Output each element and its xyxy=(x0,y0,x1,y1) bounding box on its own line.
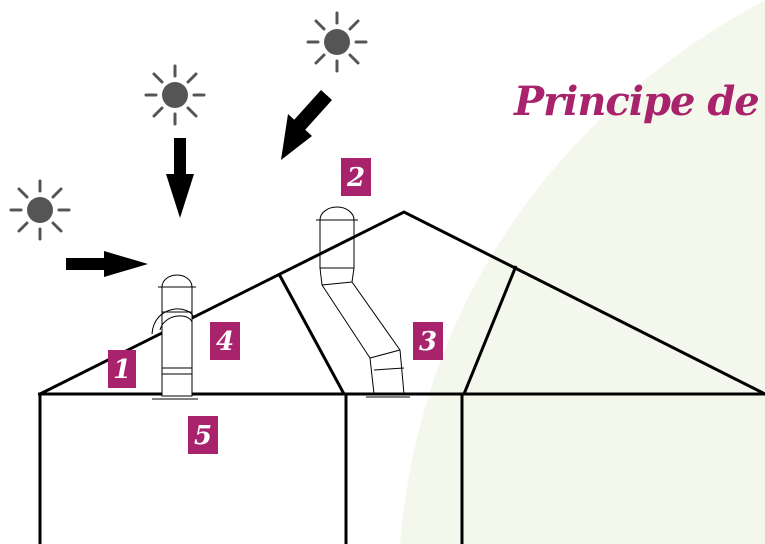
sun-icon-2 xyxy=(144,64,206,126)
label-badge-1: 1 xyxy=(108,350,136,388)
label-badge-4: 4 xyxy=(210,322,240,360)
page-title: Principe de f xyxy=(514,78,765,125)
svg-text:1: 1 xyxy=(113,355,131,385)
light-tube-left xyxy=(151,274,198,400)
label-badge-5: 5 xyxy=(188,416,218,454)
arrow-down-icon xyxy=(166,138,194,218)
label-badge-2: 2 xyxy=(341,158,371,196)
sun-icon-3 xyxy=(306,11,368,73)
sun-icon-1 xyxy=(9,179,71,241)
light-tube-center xyxy=(316,206,410,398)
svg-text:3: 3 xyxy=(419,327,437,357)
arrow-right-icon xyxy=(66,251,148,277)
svg-text:5: 5 xyxy=(194,421,212,451)
arrow-diagonal-icon xyxy=(281,90,332,160)
svg-text:2: 2 xyxy=(346,163,365,193)
background-arc xyxy=(400,0,765,544)
label-badge-3: 3 xyxy=(413,322,443,360)
svg-text:4: 4 xyxy=(216,327,234,357)
